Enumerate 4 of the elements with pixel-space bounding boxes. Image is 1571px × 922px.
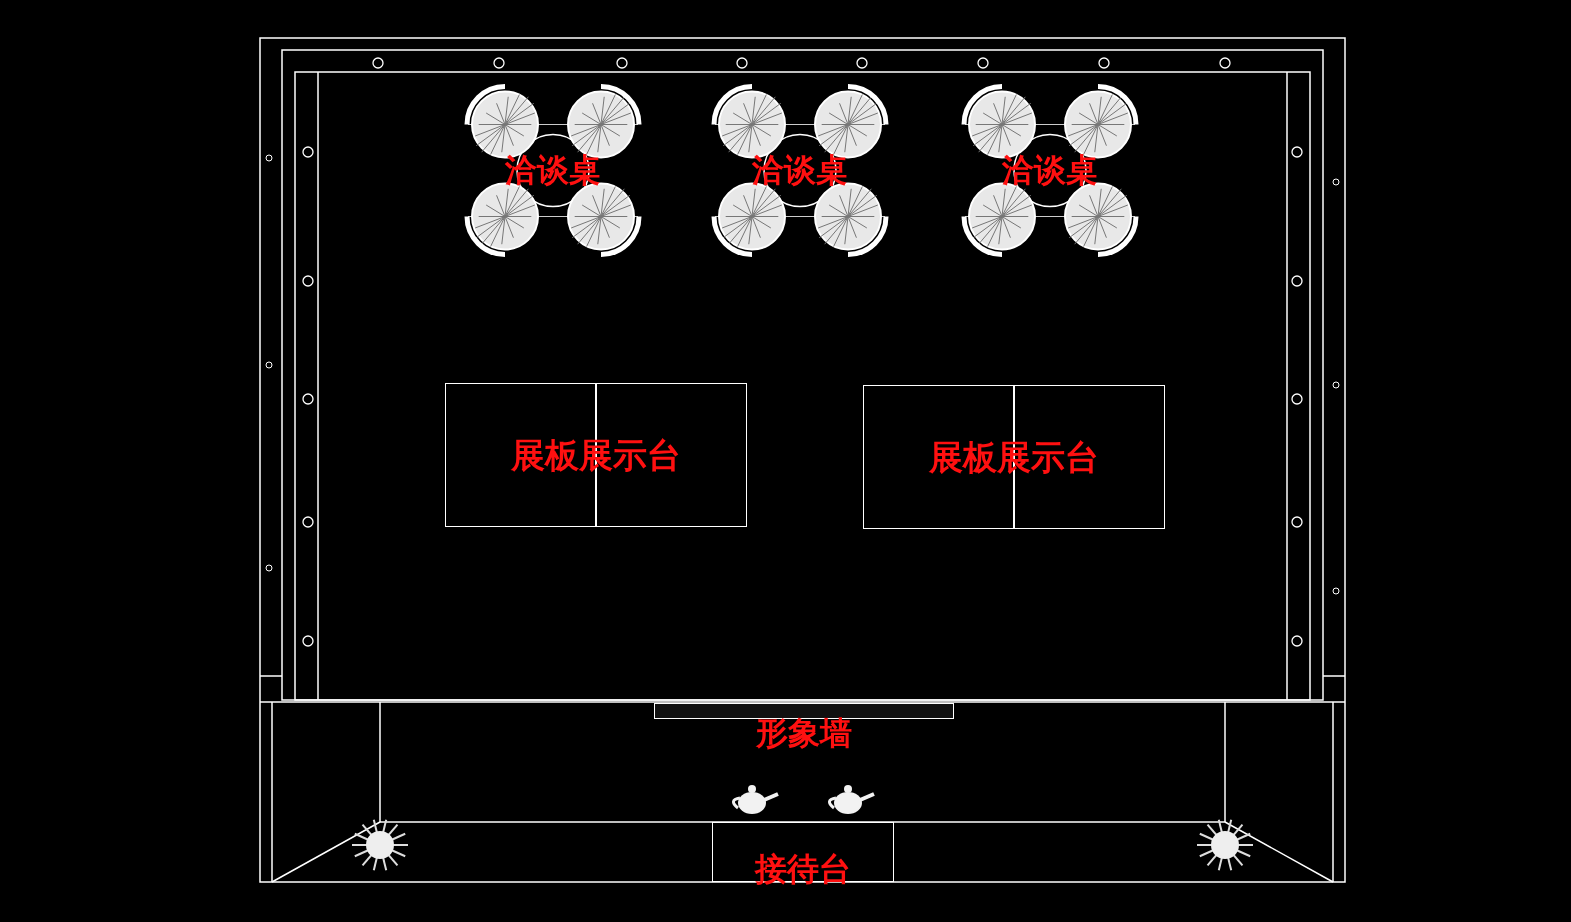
display-stand	[445, 383, 747, 527]
area-label: 形象墙	[756, 717, 852, 749]
area-label: 接待台	[755, 853, 851, 885]
display-stand	[863, 385, 1165, 529]
